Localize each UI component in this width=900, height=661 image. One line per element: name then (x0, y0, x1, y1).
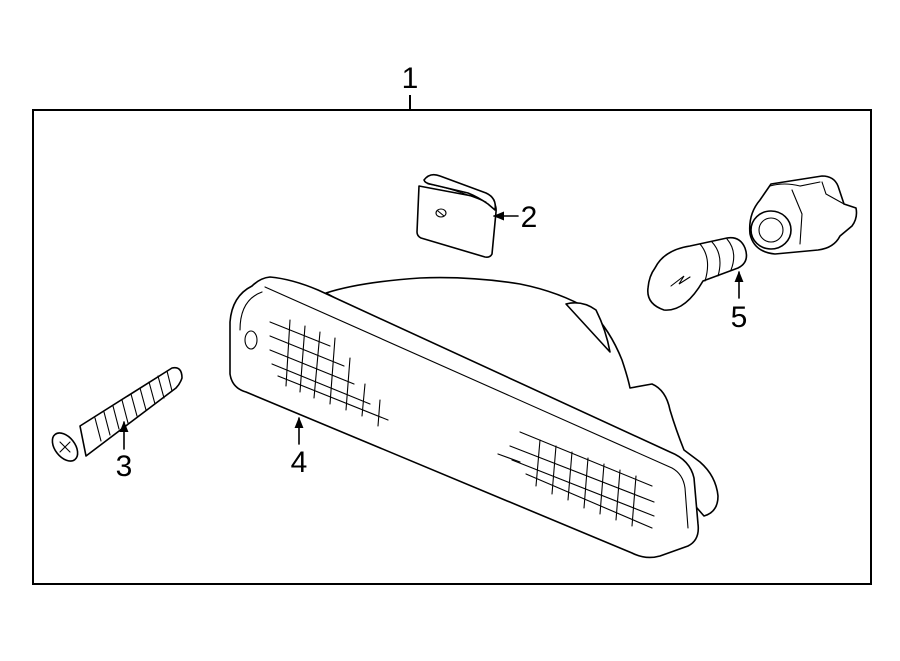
part-3-screw[interactable] (47, 366, 183, 466)
part-5-bulb[interactable] (647, 236, 748, 311)
callout-3[interactable]: 3 (116, 450, 133, 483)
callout-2[interactable]: 2 (521, 201, 538, 234)
assembly-frame (32, 109, 872, 585)
callout-4[interactable]: 4 (291, 446, 308, 479)
part-2-clip[interactable] (416, 173, 497, 258)
callout-1[interactable]: 1 (402, 62, 419, 95)
part-5-socket[interactable] (748, 175, 858, 255)
part-4-lamp[interactable] (229, 276, 719, 559)
callout-5[interactable]: 5 (731, 301, 748, 334)
